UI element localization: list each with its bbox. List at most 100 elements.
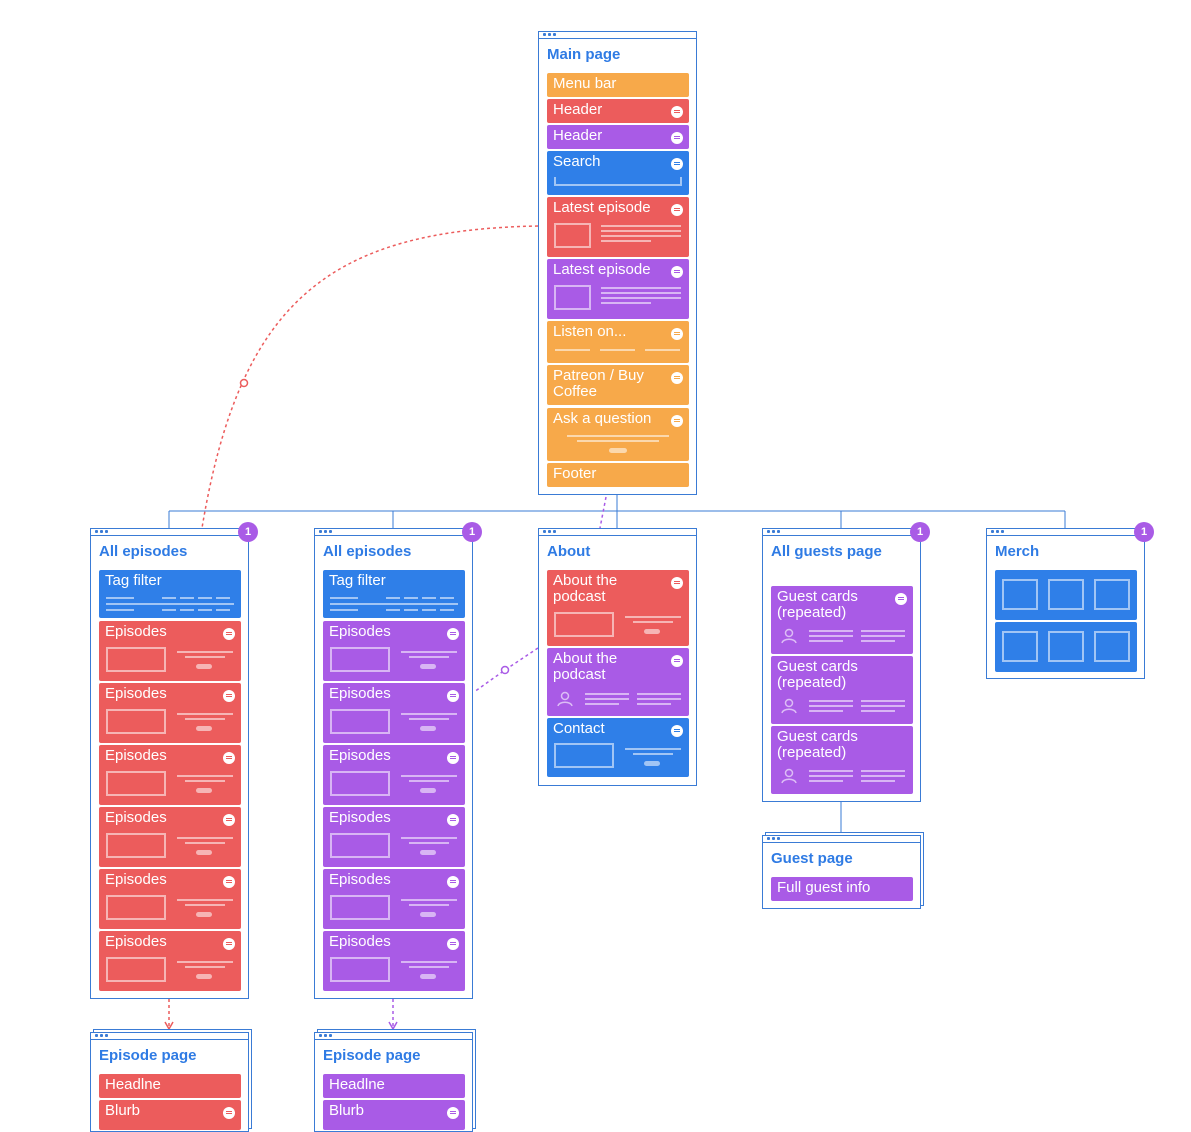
page-title: Main page bbox=[547, 46, 621, 63]
comment-icon[interactable] bbox=[671, 725, 683, 737]
comment-icon[interactable] bbox=[671, 266, 683, 278]
block-ask-question[interactable]: Ask a question bbox=[547, 408, 689, 461]
comment-icon[interactable] bbox=[223, 752, 235, 764]
comment-icon[interactable] bbox=[671, 158, 683, 170]
block-headline[interactable]: Headlne bbox=[323, 1074, 465, 1098]
block-episode[interactable]: Episodes bbox=[99, 683, 241, 743]
comment-icon[interactable] bbox=[223, 1107, 235, 1119]
comment-icon[interactable] bbox=[447, 876, 459, 888]
block-guest-card[interactable]: Guest cards (repeated) bbox=[771, 726, 913, 794]
block-episode[interactable]: Episodes bbox=[323, 745, 465, 805]
block-episode[interactable]: Episodes bbox=[99, 869, 241, 929]
block-search[interactable]: Search bbox=[547, 151, 689, 195]
window-dots-icon bbox=[319, 1032, 332, 1038]
comment-icon[interactable] bbox=[671, 372, 683, 384]
window-dots-icon bbox=[543, 31, 556, 37]
comment-icon[interactable] bbox=[447, 1107, 459, 1119]
block-menu-bar[interactable]: Menu bar bbox=[547, 73, 689, 97]
block-about-podcast-red[interactable]: About the podcast bbox=[547, 570, 689, 646]
comment-icon[interactable] bbox=[671, 328, 683, 340]
about-card[interactable]: About About the podcast About the podcas… bbox=[538, 528, 697, 786]
comment-icon[interactable] bbox=[223, 876, 235, 888]
window-dots-icon bbox=[767, 528, 780, 534]
merch-grid-row[interactable] bbox=[995, 570, 1137, 620]
block-tag-filter[interactable]: Tag filter bbox=[99, 570, 241, 618]
comment-icon[interactable] bbox=[671, 132, 683, 144]
episode-page-card-red[interactable]: Episode page Headlne Blurb bbox=[90, 1032, 249, 1132]
comment-icon[interactable] bbox=[671, 577, 683, 589]
block-full-guest-info[interactable]: Full guest info bbox=[771, 877, 913, 901]
thumbnail-wireframe bbox=[330, 833, 390, 858]
block-tag-filter[interactable]: Tag filter bbox=[323, 570, 465, 618]
page-title: All episodes bbox=[323, 543, 412, 560]
product-wireframe bbox=[1048, 579, 1084, 610]
block-episode[interactable]: Episodes bbox=[323, 807, 465, 867]
count-badge: 1 bbox=[462, 522, 482, 542]
block-episode[interactable]: Episodes bbox=[323, 869, 465, 929]
comment-icon[interactable] bbox=[223, 814, 235, 826]
thumbnail-wireframe bbox=[106, 771, 166, 796]
comment-icon[interactable] bbox=[671, 655, 683, 667]
comment-icon[interactable] bbox=[671, 415, 683, 427]
block-patreon[interactable]: Patreon / Buy Coffee bbox=[547, 365, 689, 405]
comment-icon[interactable] bbox=[447, 814, 459, 826]
comment-icon[interactable] bbox=[895, 593, 907, 605]
comment-icon[interactable] bbox=[447, 690, 459, 702]
red-dotted-link bbox=[201, 225, 539, 529]
block-latest-episode-red[interactable]: Latest episode bbox=[547, 197, 689, 257]
page-title: Guest page bbox=[771, 850, 853, 867]
person-icon bbox=[781, 768, 797, 784]
block-about-podcast-purple[interactable]: About the podcast bbox=[547, 648, 689, 716]
page-title: Episode page bbox=[99, 1047, 197, 1064]
comment-icon[interactable] bbox=[447, 628, 459, 640]
block-listen-on[interactable]: Listen on... bbox=[547, 321, 689, 363]
image-wireframe bbox=[554, 612, 614, 637]
episode-page-card-purple[interactable]: Episode page Headlne Blurb bbox=[314, 1032, 473, 1132]
comment-icon[interactable] bbox=[671, 204, 683, 216]
window-dots-icon bbox=[95, 528, 108, 534]
product-wireframe bbox=[1002, 579, 1038, 610]
person-icon bbox=[781, 628, 797, 644]
block-contact[interactable]: Contact bbox=[547, 718, 689, 777]
thumbnail-wireframe bbox=[554, 223, 591, 248]
window-dots-icon bbox=[319, 528, 332, 534]
comment-icon[interactable] bbox=[223, 690, 235, 702]
thumbnail-wireframe bbox=[330, 709, 390, 734]
comment-icon[interactable] bbox=[447, 752, 459, 764]
block-guest-card[interactable]: Guest cards (repeated) bbox=[771, 656, 913, 724]
merch-card[interactable]: Merch 1 bbox=[986, 522, 1154, 679]
block-header-purple[interactable]: Header bbox=[547, 125, 689, 149]
block-blurb[interactable]: Blurb bbox=[323, 1100, 465, 1130]
block-latest-episode-purple[interactable]: Latest episode bbox=[547, 259, 689, 319]
comment-icon[interactable] bbox=[223, 938, 235, 950]
guest-page-card[interactable]: Guest page Full guest info bbox=[762, 835, 921, 909]
block-episode[interactable]: Episodes bbox=[323, 621, 465, 681]
block-headline[interactable]: Headlne bbox=[99, 1074, 241, 1098]
block-episode[interactable]: Episodes bbox=[323, 683, 465, 743]
product-wireframe bbox=[1002, 631, 1038, 662]
window-dots-icon bbox=[95, 1032, 108, 1038]
page-title: Episode page bbox=[323, 1047, 421, 1064]
block-guest-card[interactable]: Guest cards (repeated) bbox=[771, 586, 913, 654]
block-episode[interactable]: Episodes bbox=[99, 745, 241, 805]
block-episode[interactable]: Episodes bbox=[99, 931, 241, 991]
comment-icon[interactable] bbox=[447, 938, 459, 950]
comment-icon[interactable] bbox=[671, 106, 683, 118]
count-badge: 1 bbox=[1134, 522, 1154, 542]
block-footer[interactable]: Footer bbox=[547, 463, 689, 487]
thumbnail-wireframe bbox=[330, 895, 390, 920]
block-episode[interactable]: Episodes bbox=[99, 807, 241, 867]
window-dots-icon bbox=[991, 528, 1004, 534]
comment-icon[interactable] bbox=[223, 628, 235, 640]
thumbnail-wireframe bbox=[330, 771, 390, 796]
merch-grid-row[interactable] bbox=[995, 622, 1137, 672]
all-guests-card[interactable]: All guests page Guest cards (repeated)Gu… bbox=[762, 522, 930, 802]
block-episode[interactable]: Episodes bbox=[323, 931, 465, 991]
block-header-red[interactable]: Header bbox=[547, 99, 689, 123]
page-title: Merch bbox=[995, 543, 1040, 560]
main-page-card[interactable]: Main page Menu bar Header Header Search … bbox=[538, 31, 697, 495]
block-blurb[interactable]: Blurb bbox=[99, 1100, 241, 1130]
block-episode[interactable]: Episodes bbox=[99, 621, 241, 681]
